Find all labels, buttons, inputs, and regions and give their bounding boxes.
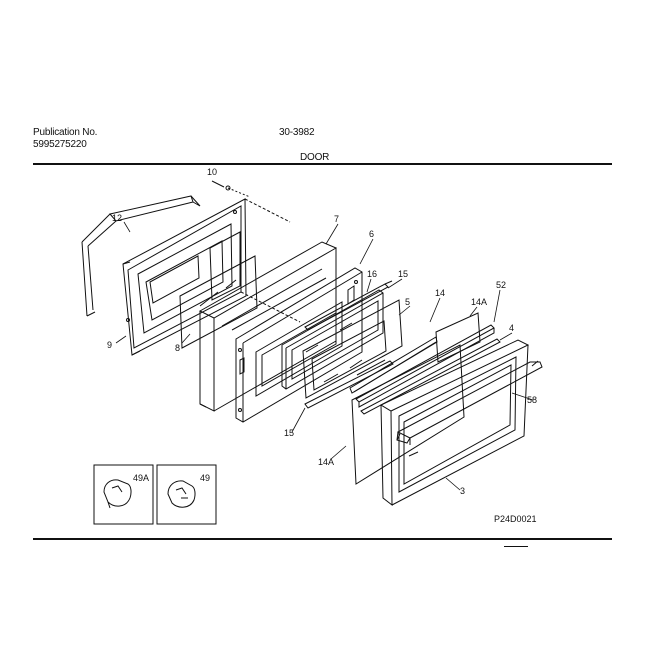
label-58: 58 bbox=[527, 395, 537, 405]
inset-label-49a: 49A bbox=[133, 473, 149, 483]
inset-label-49: 49 bbox=[200, 473, 210, 483]
part-9-inner-door bbox=[122, 198, 301, 356]
header-rule bbox=[33, 163, 612, 165]
footer-short-rule bbox=[504, 546, 528, 547]
label-14a-top: 14A bbox=[471, 297, 487, 307]
label-10: 10 bbox=[207, 167, 217, 177]
part-15-trim-upper bbox=[304, 280, 393, 331]
part-6-frame bbox=[235, 267, 363, 423]
part-8-glass bbox=[179, 255, 258, 349]
label-9: 9 bbox=[107, 340, 112, 350]
label-6: 6 bbox=[369, 229, 374, 239]
label-14a-bottom: 14A bbox=[318, 457, 334, 467]
part-3-outer-door bbox=[379, 339, 530, 507]
label-52: 52 bbox=[496, 280, 506, 290]
part-10-screw bbox=[211, 180, 251, 198]
label-5: 5 bbox=[405, 297, 410, 307]
leader-lines bbox=[115, 221, 534, 491]
part-4-trim bbox=[360, 338, 501, 415]
label-3: 3 bbox=[460, 486, 465, 496]
footer-rule bbox=[33, 538, 612, 540]
label-4: 4 bbox=[509, 323, 514, 333]
part-16-window-pack bbox=[281, 289, 384, 390]
label-15-upper: 15 bbox=[398, 269, 408, 279]
label-12: 12 bbox=[112, 213, 122, 223]
publication-label: Publication No. bbox=[33, 127, 98, 138]
section-title: DOOR bbox=[300, 152, 330, 163]
part-52-strip bbox=[355, 324, 495, 408]
label-16: 16 bbox=[367, 269, 377, 279]
label-15-lower: 15 bbox=[284, 428, 294, 438]
part-14a-bottom-panel bbox=[351, 344, 465, 485]
part-labels: 10 12 9 8 7 6 16 15 5 14 14A 52 4 58 15 … bbox=[107, 167, 537, 524]
label-14: 14 bbox=[435, 288, 445, 298]
model-number: 30-3982 bbox=[279, 127, 315, 138]
figure-code: P24D0021 bbox=[494, 514, 537, 524]
inset-49-box bbox=[156, 464, 217, 525]
label-8: 8 bbox=[175, 343, 180, 353]
publication-number: 5995275220 bbox=[33, 139, 87, 150]
inset-49a-box bbox=[93, 464, 154, 525]
part-15-trim-lower bbox=[304, 360, 394, 409]
part-58-handle bbox=[396, 360, 543, 445]
label-7: 7 bbox=[334, 214, 339, 224]
part-12-gasket bbox=[81, 195, 201, 317]
part-5-inner-glass bbox=[302, 299, 403, 399]
part-14a-top-insulation bbox=[435, 312, 481, 363]
